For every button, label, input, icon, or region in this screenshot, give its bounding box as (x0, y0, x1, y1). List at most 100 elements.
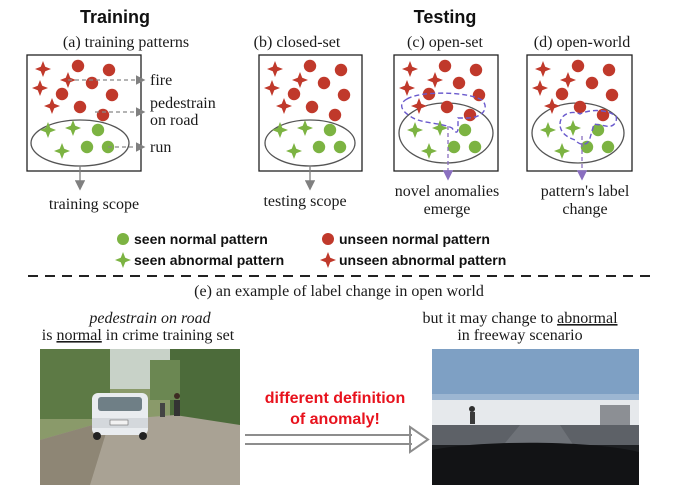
panel-d-dashed-region (559, 109, 618, 145)
panel-b-unseen-normal-mark (287, 87, 301, 101)
panel-b-unseen-abnormal-mark (267, 61, 283, 77)
panel-d-unseen-abnormal-mark (532, 80, 548, 96)
panel-a-unseen-normal-mark (96, 108, 110, 122)
panel-b-title: (b) closed-set (254, 34, 341, 51)
panel-b-unseen-abnormal-mark (292, 72, 308, 88)
panel-a-seen-abnormal-mark (40, 122, 56, 138)
panel-c-bottom-line1: novel anomalies (395, 183, 499, 200)
panel-d-unseen-normal-mark (573, 100, 587, 114)
legend-unseen-normal-icon (322, 233, 334, 245)
panel-c-unseen-abnormal-mark (427, 72, 443, 88)
street-photo (40, 349, 240, 485)
center-line2: of anomaly! (290, 411, 380, 428)
panel-c-seen-normal-mark (447, 140, 461, 154)
panel-a-unseen-abnormal-mark (32, 80, 48, 96)
panel-d-unseen-abnormal-mark (544, 98, 560, 114)
panel-c-seen-normal-mark (468, 140, 482, 154)
left-caption-line2: is normal in crime training set (42, 327, 235, 344)
panel-a-seen-normal-mark (80, 140, 94, 154)
legend-seen-normal: seen normal pattern (134, 231, 268, 247)
left-underlined-normal: normal (56, 327, 102, 344)
panel-b-seen-normal-mark (312, 140, 326, 154)
panel-d-seen-abnormal-mark (554, 143, 570, 159)
panel-c-seen-abnormal-mark (421, 143, 437, 159)
testing-heading: Testing (414, 7, 477, 27)
panel-c-unseen-normal-mark (472, 88, 486, 102)
panel-d-unseen-normal-mark (585, 76, 599, 90)
panel-c-unseen-normal-mark (438, 59, 452, 73)
panel-a-seen-abnormal-mark (65, 120, 81, 136)
panel-b-unseen-abnormal-mark (276, 98, 292, 114)
legend-seen-normal-icon (117, 233, 129, 245)
callout-pedestrain-line2: on road (150, 112, 198, 129)
panel-b-unseen-normal-mark (334, 63, 348, 77)
panel-b-unseen-normal-mark (337, 88, 351, 102)
panel-c-seen-abnormal-mark (407, 122, 423, 138)
panel-a-ellipse (30, 119, 130, 167)
right-caption-line2: in freeway scenario (457, 327, 582, 344)
panel-a-unseen-normal-mark (55, 87, 69, 101)
panel-d-unseen-normal-mark (571, 59, 585, 73)
freeway-photo (432, 349, 639, 485)
panel-d-bottom-line2: change (562, 201, 607, 218)
double-arrow (245, 425, 430, 454)
legend-seen-abnormal-icon (115, 252, 131, 268)
center-line1: different definition (265, 390, 405, 407)
panel-d-unseen-normal-mark (555, 87, 569, 101)
right-underlined-abnormal: abnormal (557, 310, 618, 327)
panel-c-bottom-line2: emerge (424, 201, 471, 218)
panel-d-seen-normal-mark (601, 140, 615, 154)
panel-d-unseen-normal-mark (602, 63, 616, 77)
panel-d-seen-abnormal-mark (565, 120, 581, 136)
panel-b-seen-abnormal-mark (297, 120, 313, 136)
panel-a-unseen-abnormal-mark (44, 98, 60, 114)
panel-b-unseen-normal-mark (317, 76, 331, 90)
panel-d-title: (d) open-world (534, 34, 630, 51)
panel-b-unseen-normal-mark (305, 100, 319, 114)
panel-a-unseen-normal-mark (105, 88, 119, 102)
legend-seen-abnormal: seen abnormal pattern (134, 252, 284, 268)
panel-d-unseen-normal-mark (596, 108, 610, 122)
panel-a-bottom: training scope (49, 196, 139, 213)
panel-b-seen-normal-mark (323, 123, 337, 137)
panel-c-unseen-abnormal-mark (399, 80, 415, 96)
panel-d-unseen-normal-mark (605, 88, 619, 102)
panel-b-unseen-abnormal-mark (264, 80, 280, 96)
panel-c-unseen-abnormal-mark (402, 61, 418, 77)
callout-pedestrain-line1: pedestrain (150, 95, 216, 112)
panel-a-unseen-normal-mark (73, 100, 87, 114)
panel-a-unseen-abnormal-mark (35, 61, 51, 77)
panel-a-unseen-normal-mark (85, 76, 99, 90)
panel-c-seen-abnormal-mark (432, 120, 448, 136)
panel-a-unseen-normal-mark (71, 59, 85, 73)
callout-run: run (150, 139, 171, 156)
panel-c-dashed-region (401, 92, 486, 133)
left-caption-italic: pedestrain on road (88, 310, 211, 327)
panel-c-unseen-normal-mark (422, 87, 436, 101)
panel-c-seen-normal-mark (458, 123, 472, 137)
right-caption-line1: but it may change to abnormal (422, 310, 618, 327)
panel-b-unseen-normal-mark (303, 59, 317, 73)
panel-d-bottom-line1: pattern's label (541, 183, 630, 200)
panel-d-seen-normal-mark (580, 140, 594, 154)
panel-b-seen-normal-mark (333, 140, 347, 154)
panel-b-seen-abnormal-mark (272, 122, 288, 138)
panel-a-title: (a) training patterns (63, 34, 189, 51)
panel-c-unseen-normal-mark (463, 108, 477, 122)
panel-c-title: (c) open-set (407, 34, 484, 51)
panel-c-unseen-normal-mark (469, 63, 483, 77)
panel-a-seen-abnormal-mark (54, 143, 70, 159)
panel-c-unseen-normal-mark (452, 76, 466, 90)
panel-a-seen-normal-mark (91, 123, 105, 137)
panel-c-unseen-abnormal-mark (411, 98, 427, 114)
legend-unseen-abnormal-icon (320, 252, 336, 268)
callout-fire: fire (150, 72, 172, 89)
panel-d-seen-abnormal-mark (540, 122, 556, 138)
legend-unseen-normal: unseen normal pattern (339, 231, 490, 247)
panel-b-seen-abnormal-mark (286, 143, 302, 159)
panel-a-unseen-normal-mark (102, 63, 116, 77)
example-caption: (e) an example of label change in open w… (194, 283, 484, 300)
panel-d-unseen-abnormal-mark (560, 72, 576, 88)
panel-b-unseen-normal-mark (328, 108, 342, 122)
